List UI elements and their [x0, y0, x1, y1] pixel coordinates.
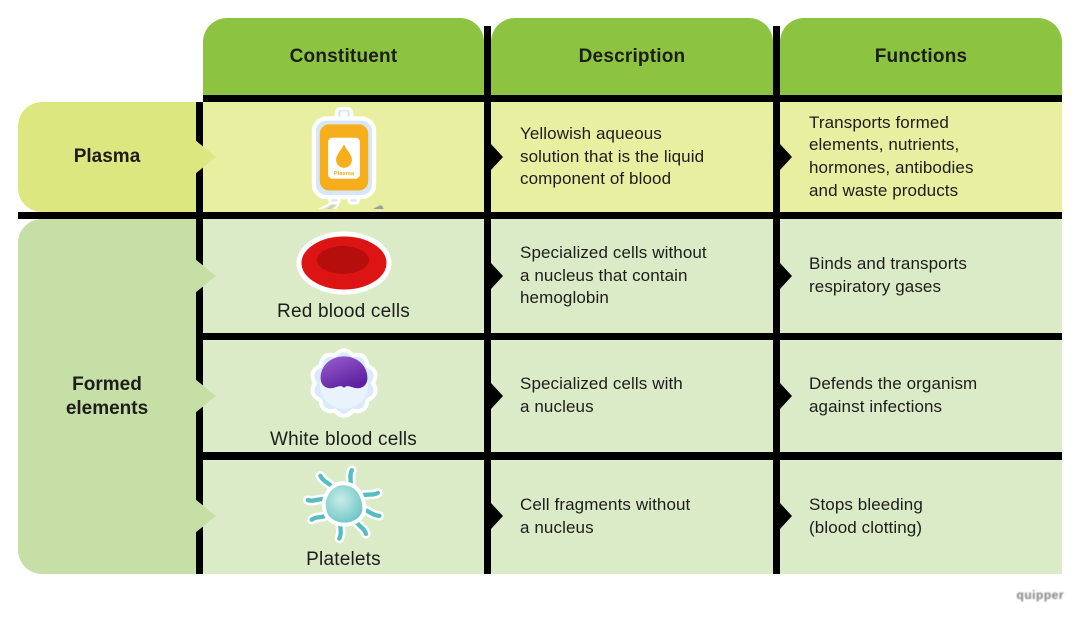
- constituent-cell-plasma: Plasma: [203, 102, 484, 212]
- constituent-cell-platelets: Platelets: [203, 460, 484, 574]
- constituent-label-wbc: White blood cells: [269, 429, 418, 450]
- header-constituent: Constituent: [203, 18, 484, 95]
- plasma-bag-icon: Plasma: [298, 105, 390, 209]
- functions-cell-rbc: Binds and transports respiratory gases: [780, 219, 1062, 333]
- red-blood-cell-icon: [292, 229, 396, 297]
- grid-horizontal-line-header: [203, 95, 1062, 102]
- functions-cell-plasma: Transports formed elements, nutrients, h…: [780, 102, 1062, 212]
- grid-horizontal-line-rbc: [203, 333, 1062, 340]
- grid-horizontal-line-wbc: [203, 452, 1062, 460]
- grid-vertical-line-2: [484, 26, 491, 574]
- watermark: quipper: [1016, 588, 1064, 602]
- constituent-cell-wbc: White blood cells: [203, 340, 484, 452]
- constituent-cell-rbc: Red blood cells: [203, 219, 484, 333]
- grid-vertical-line-1: [196, 102, 203, 574]
- description-cell-platelets: Cell fragments without a nucleus: [491, 460, 773, 574]
- group-label-plasma: Plasma: [18, 102, 196, 212]
- group-label-formed-elements: Formed elements: [18, 219, 196, 574]
- constituent-label-platelets: Platelets: [306, 549, 381, 570]
- header-functions: Functions: [780, 18, 1062, 95]
- functions-cell-wbc: Defends the organism against infections: [780, 340, 1062, 452]
- white-blood-cell-icon: [302, 341, 386, 425]
- header-description: Description: [491, 18, 773, 95]
- description-cell-plasma: Yellowish aqueous solution that is the l…: [491, 102, 773, 212]
- grid-vertical-line-3: [773, 26, 780, 574]
- description-cell-rbc: Specialized cells without a nucleus that…: [491, 219, 773, 333]
- description-cell-wbc: Specialized cells with a nucleus: [491, 340, 773, 452]
- grid-horizontal-line-plasma: [18, 212, 1062, 219]
- plasma-bag-label: Plasma: [333, 171, 354, 177]
- functions-cell-platelets: Stops bleeding (blood clotting): [780, 460, 1062, 574]
- constituent-label-rbc: Red blood cells: [277, 301, 410, 322]
- platelet-icon: [300, 463, 388, 545]
